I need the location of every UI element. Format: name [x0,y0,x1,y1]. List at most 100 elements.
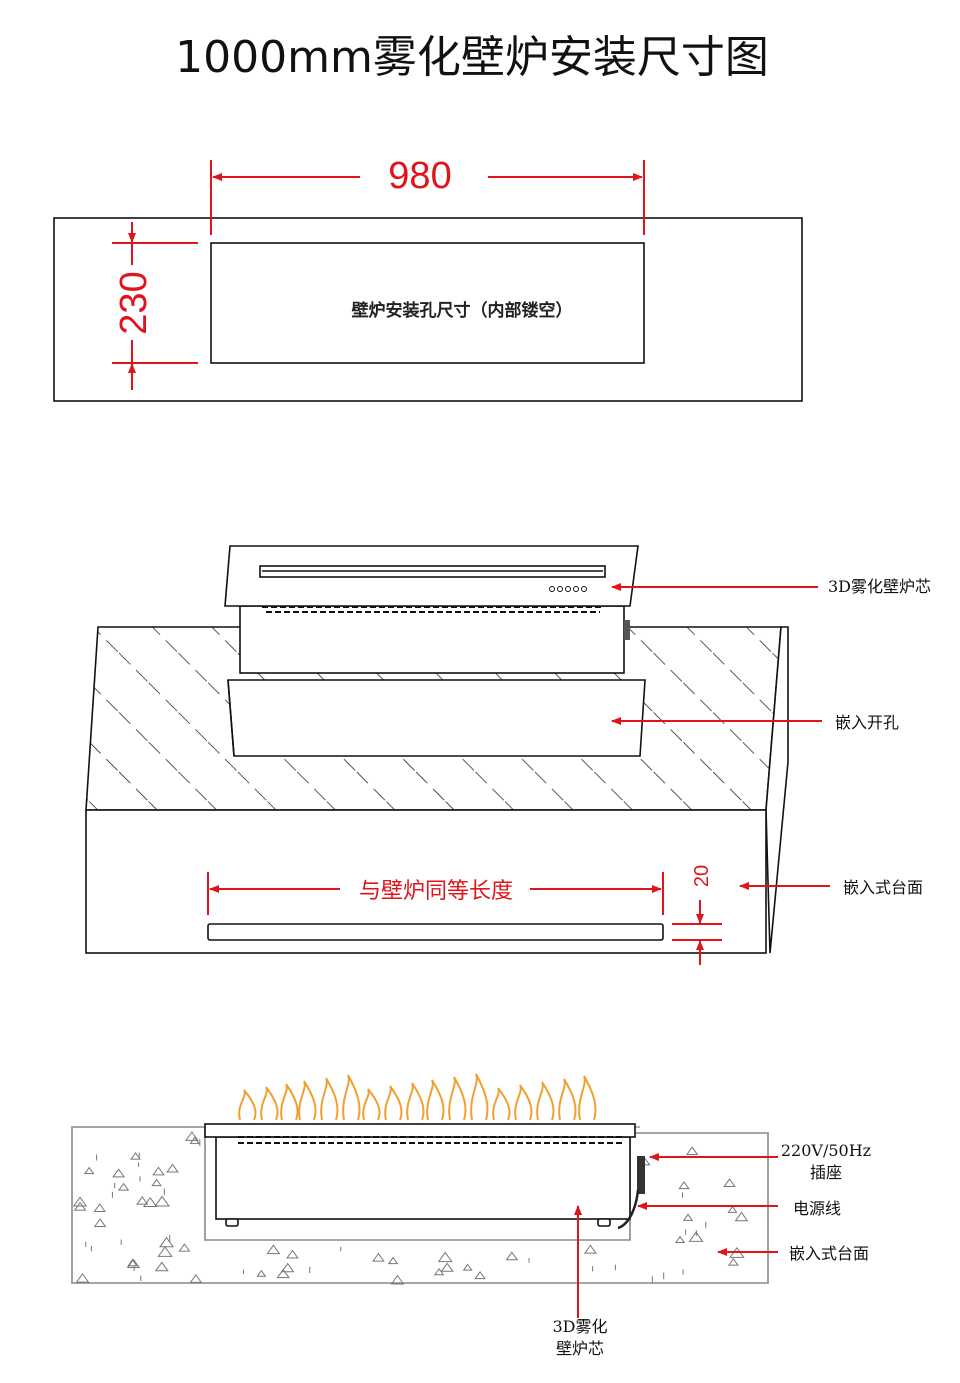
aggregate-mark [390,1274,405,1285]
flame [578,1075,597,1121]
aggregate-mark [682,1213,694,1221]
top-view: 壁炉安装孔尺寸（内部镂空） 980 230 [53,155,803,402]
foot-left [225,1218,239,1227]
aggregate-mark [723,1178,736,1188]
flame [514,1084,533,1121]
aggregate-mark [126,1258,141,1269]
control-buttons [549,586,587,592]
aggregate-mark [674,1235,686,1243]
aggregate-mark [185,1131,199,1141]
aggregate-mark [505,1251,519,1261]
section-core-body [215,1136,631,1220]
foot-right [597,1218,611,1227]
install-hole [210,242,645,364]
opening-label: 嵌入开孔 [835,713,899,732]
aggregate-mark [117,1182,130,1191]
aggregate-mark [256,1269,267,1277]
flame [342,1074,361,1121]
countertop-plan [53,217,803,402]
section-core-label-line2: 壁炉芯 [556,1339,604,1358]
core-slot [259,565,606,578]
flame [260,1086,279,1121]
flame [558,1078,577,1121]
aggregate-mark [583,1244,597,1254]
flame [280,1083,299,1121]
power-cable [617,1189,640,1230]
flame [362,1088,381,1121]
aggregate-mark [276,1268,290,1279]
core-body [239,605,625,674]
aggregate-mark [72,1196,88,1207]
aggregate-mark [688,1231,704,1242]
aggregate-mark [152,1166,165,1176]
countertop-front-face [85,809,767,954]
aggregate-mark [151,1178,162,1187]
aggregate-mark [93,1218,107,1227]
length-label: 与壁炉同等长度 [359,878,513,903]
aggregate-mark [433,1267,445,1276]
aggregate-mark [178,1243,191,1252]
aggregate-mark [474,1271,486,1280]
flame [320,1077,339,1121]
height-dimension: 230 [112,222,198,390]
exploded-view: 与壁炉同等长度 20 3D雾化壁炉芯 嵌入开孔 嵌入式台面 [85,545,931,965]
socket [637,1156,645,1194]
aggregate-mark [462,1263,473,1271]
aggregate-mark [678,1181,690,1190]
countertop-side-face [765,626,789,954]
cable-label: 电源线 [793,1199,841,1218]
aggregate-mark [83,1166,95,1175]
page-title: 1000mm雾化壁炉安装尺寸图 [175,32,769,83]
aggregate-mark [127,1258,138,1267]
flame [406,1082,425,1121]
flame-graphic [238,1073,597,1121]
flame [536,1081,555,1121]
flame [426,1079,445,1121]
counter-label: 嵌入式台面 [843,878,923,897]
section-core-label-line1: 3D雾化 [552,1317,607,1336]
aggregate-mark [154,1261,169,1272]
height-dim-value: 230 [113,271,155,334]
width-dimension: 980 [210,155,645,235]
aggregate-mark [734,1211,749,1222]
slot-dimension: 20 [672,865,722,965]
aggregate-mark [440,1262,454,1272]
aggregate-mark [157,1246,173,1257]
flame [448,1076,467,1121]
core-vent-dashes [262,606,604,613]
aggregate-mark [685,1146,699,1155]
aggregate-mark [437,1251,453,1263]
aggregate-mark [266,1244,281,1255]
length-dimension: 与壁炉同等长度 [207,872,664,915]
flame [492,1087,511,1121]
aggregate-mark [142,1196,158,1208]
aggregate-mark [112,1168,126,1178]
flame [470,1073,489,1121]
aggregate-mark [286,1249,299,1259]
embed-opening [227,679,646,757]
section-core-top [204,1123,636,1138]
flame [384,1085,403,1121]
aggregate-mark [280,1262,295,1273]
core-label: 3D雾化壁炉芯 [828,577,931,596]
aggregate-mark [727,1205,738,1213]
section-vent-dashes [238,1136,622,1144]
aggregate-mark [372,1252,385,1262]
aggregate-mark [154,1195,170,1207]
aggregate-mark [75,1273,90,1283]
aggregate-mark [166,1163,179,1173]
core-top-plate [224,545,639,607]
front-slot [207,923,664,941]
aggregate-mark [93,1203,106,1213]
socket-label-line1: 220V/50Hz [781,1141,871,1160]
aggregate-mark [159,1236,175,1248]
aggregate-mark [136,1196,149,1205]
aggregate-mark [387,1256,399,1265]
aggregate-mark [727,1257,739,1266]
flame [298,1080,317,1121]
aggregate-mark [189,1274,203,1283]
slot-dim-value: 20 [691,865,713,887]
flame [238,1089,257,1121]
section-view: 220V/50Hz 插座 电源线 嵌入式台面 3D雾化 壁炉芯 [71,1073,871,1358]
